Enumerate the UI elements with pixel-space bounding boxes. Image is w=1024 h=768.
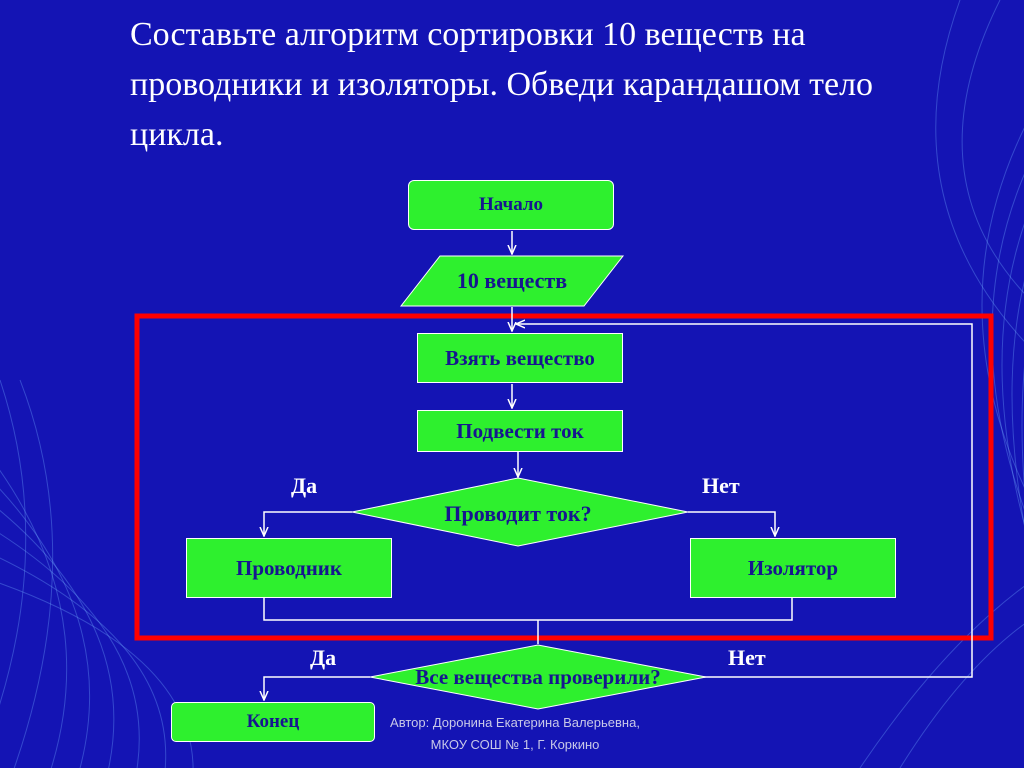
author-credit-line2: МКОУ СОШ № 1, Г. Коркино	[430, 737, 600, 752]
node-decision-all-checked: Все вещества проверили?	[415, 664, 661, 689]
node-end: Конец	[171, 702, 375, 742]
node-decision-conducts-shape	[351, 477, 689, 547]
slide-title: Составьте алгоритм сортировки 10 веществ…	[130, 16, 874, 153]
label-yes-1: Да	[291, 473, 318, 498]
node-apply-current: Подвести ток	[417, 410, 623, 452]
edge-decision-insulator	[688, 511, 775, 536]
node-decision-conducts: Проводит ток?	[444, 501, 592, 526]
node-start: Начало	[408, 180, 614, 230]
edge-decision-conductor	[264, 511, 352, 536]
label-no-1: Нет	[702, 473, 740, 498]
node-insulator: Изолятор	[690, 538, 896, 598]
edge-decision2-end	[264, 676, 370, 700]
node-take-substance: Взять вещество	[417, 333, 623, 383]
node-conductor: Проводник	[186, 538, 392, 598]
edge-insulator-merge	[538, 598, 793, 621]
edge-conductor-merge	[263, 598, 538, 621]
label-no-2: Нет	[728, 645, 766, 670]
node-input-shape	[399, 255, 625, 307]
edge-loop-back	[516, 324, 973, 678]
node-decision-all-checked-shape	[369, 644, 707, 710]
loop-body-highlight	[134, 313, 994, 641]
node-input: 10 веществ	[456, 268, 568, 293]
label-yes-2: Да	[310, 645, 337, 670]
author-credit-line1: Автор: Доронина Екатерина Валерьевна,	[390, 715, 640, 730]
author-credit: Автор: Доронина Екатерина Валерьевна, МК…	[340, 712, 690, 756]
